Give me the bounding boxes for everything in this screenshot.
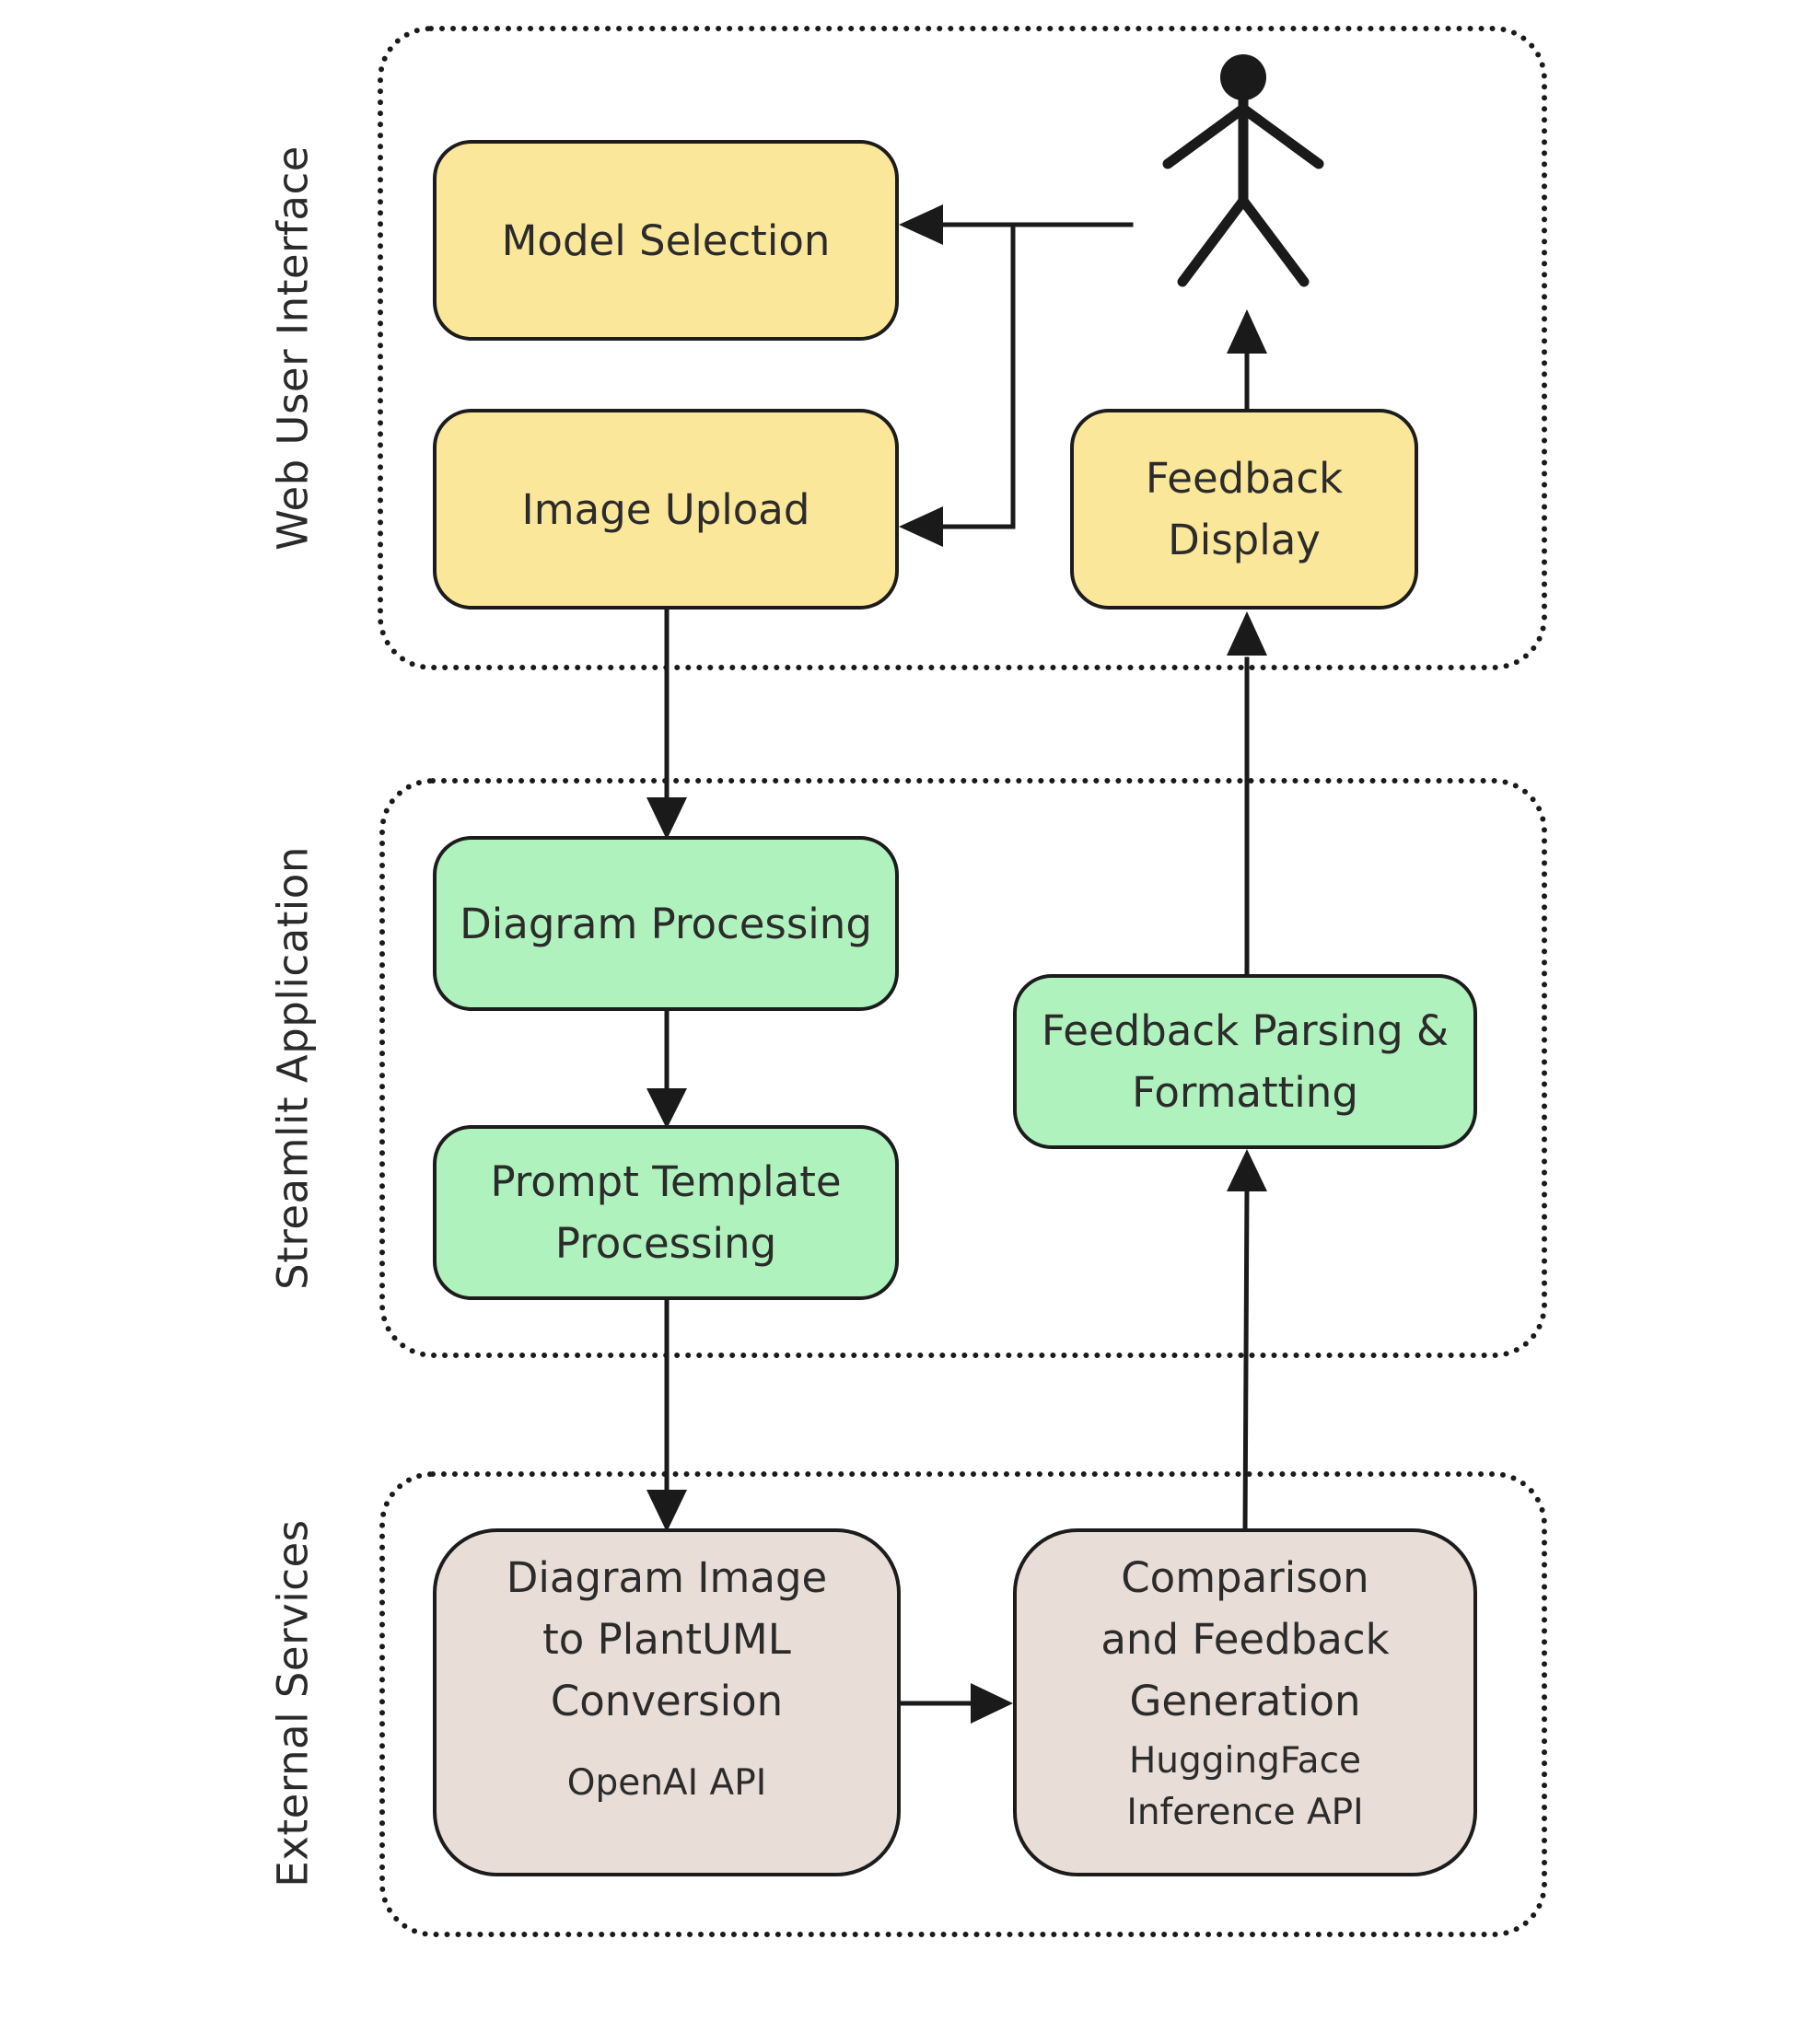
group-web-user-interface bbox=[378, 26, 1547, 670]
node-diagram-image-to-plantuml-label: Diagram Image to PlantUML Conversion bbox=[506, 1553, 828, 1725]
node-image-upload-label: Image Upload bbox=[521, 484, 810, 534]
arrowhead-comparison bbox=[971, 1683, 1013, 1724]
node-feedback-display-label: Feedback Display bbox=[1145, 454, 1344, 564]
node-comparison-feedback-generation-label: Comparison and Feedback Generation bbox=[1100, 1553, 1390, 1725]
node-image-upload: Image Upload bbox=[433, 409, 899, 610]
node-model-selection-label: Model Selection bbox=[501, 215, 831, 265]
arrowhead-conversion bbox=[646, 1490, 687, 1532]
node-openai-api-label: OpenAI API bbox=[566, 1762, 767, 1804]
node-diagram-processing-label: Diagram Processing bbox=[460, 899, 872, 948]
arrowhead-actor bbox=[1227, 309, 1267, 354]
node-model-selection: Model Selection bbox=[433, 140, 899, 341]
edge-comparison-to-feedback-parsing bbox=[1242, 1185, 1250, 1535]
arrowhead-feedback-display bbox=[1227, 611, 1267, 656]
arrowhead-diagram-processing bbox=[646, 797, 687, 840]
arrowhead-feedback-parsing bbox=[1227, 1149, 1267, 1191]
node-diagram-image-to-plantuml: Diagram Image to PlantUML Conversion Ope… bbox=[433, 1528, 901, 1876]
node-prompt-template-processing: Prompt Template Processing bbox=[433, 1125, 899, 1300]
node-feedback-parsing-formatting-label: Feedback Parsing & Formatting bbox=[1041, 1006, 1450, 1117]
node-feedback-parsing-formatting: Feedback Parsing & Formatting bbox=[1013, 974, 1477, 1149]
node-comparison-feedback-generation: Comparison and Feedback Generation Huggi… bbox=[1013, 1528, 1477, 1876]
node-huggingface-api-label: HuggingFace Inference API bbox=[1126, 1740, 1364, 1833]
node-feedback-display: Feedback Display bbox=[1070, 409, 1418, 610]
group-streamlit-application bbox=[379, 778, 1547, 1358]
arrowhead-prompt-template bbox=[646, 1088, 687, 1129]
arrowhead-model-selection bbox=[899, 204, 943, 245]
node-prompt-template-processing-label: Prompt Template Processing bbox=[490, 1157, 842, 1268]
user-actor-icon bbox=[1162, 54, 1324, 287]
group-external-services bbox=[379, 1471, 1547, 1937]
arrowhead-image-upload bbox=[899, 506, 943, 547]
node-diagram-processing: Diagram Processing bbox=[433, 836, 899, 1011]
